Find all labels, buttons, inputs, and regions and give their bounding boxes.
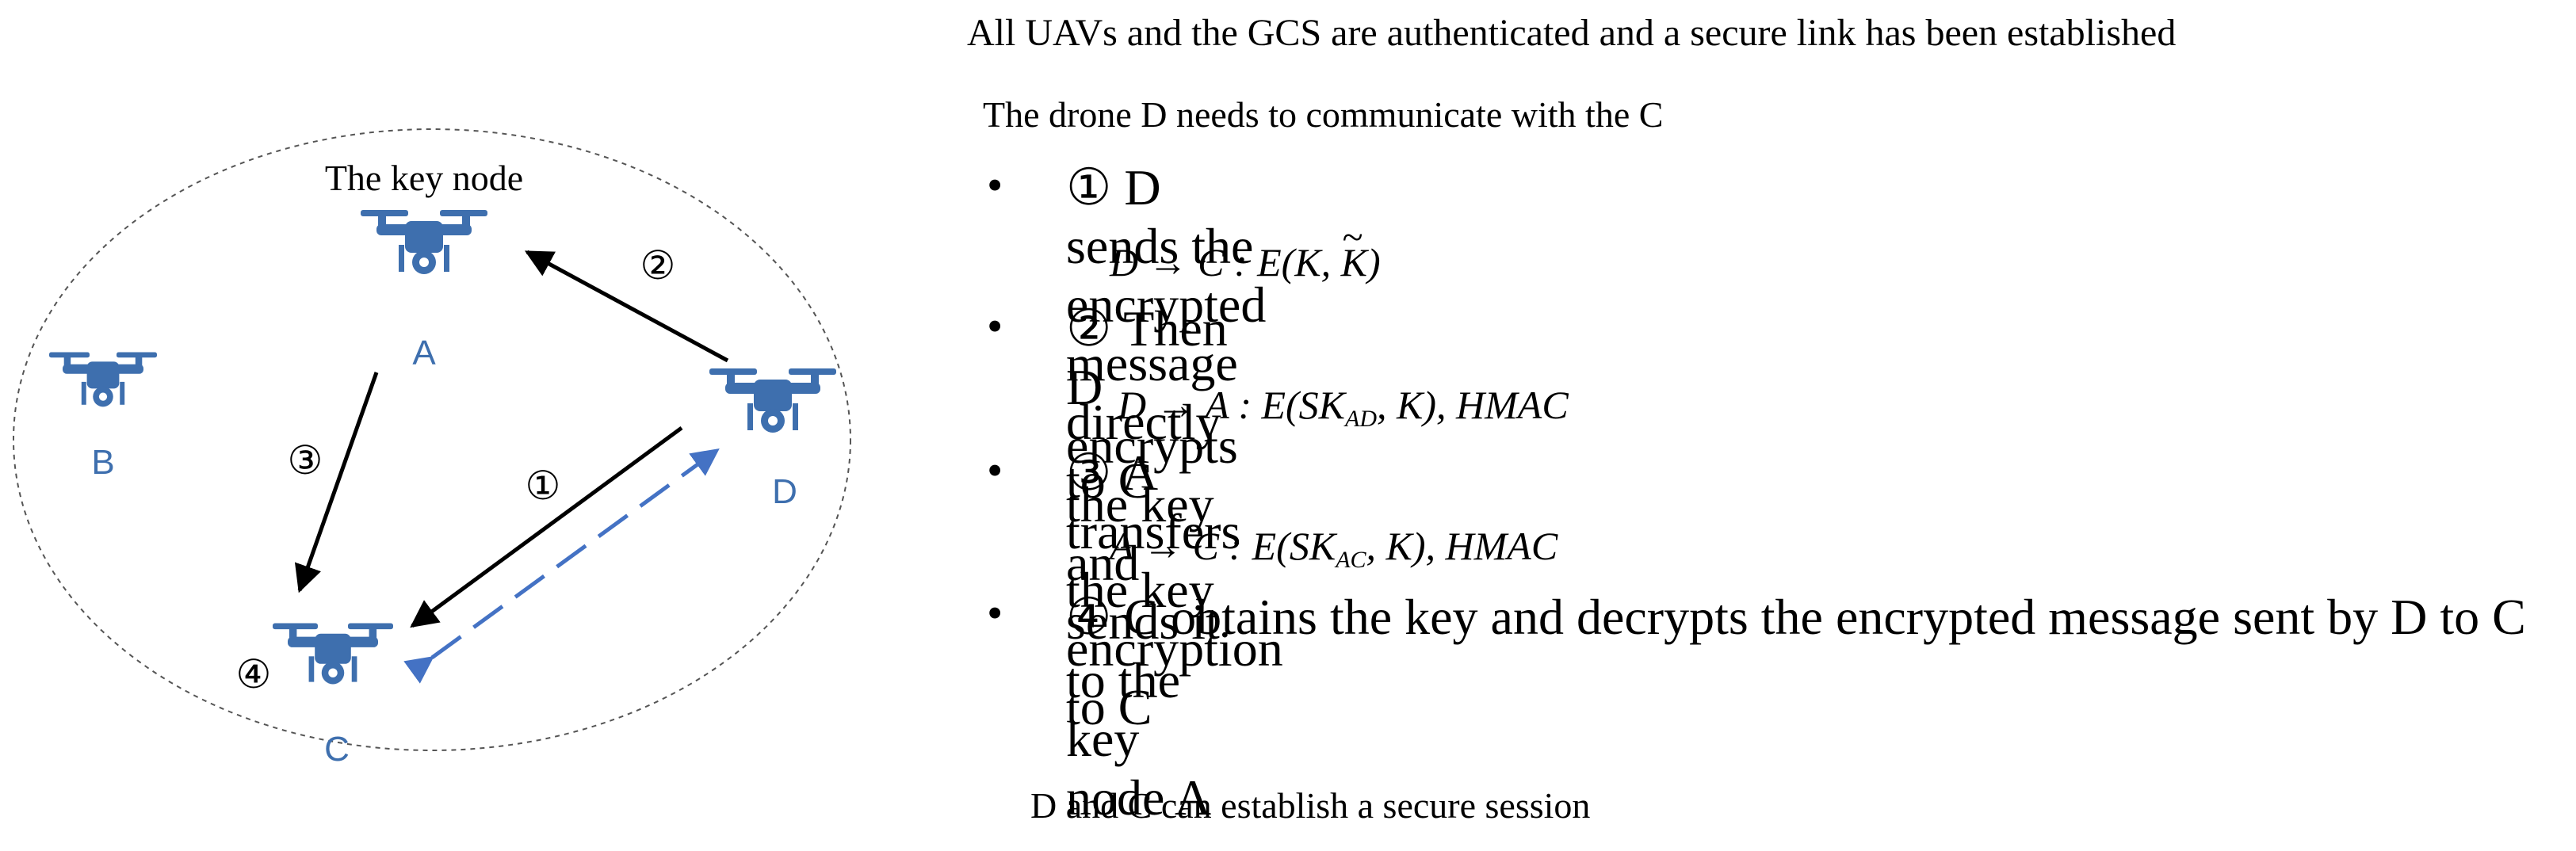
node-label-b: B [91, 443, 114, 482]
header-statement: All UAVs and the GCS are authenticated a… [967, 12, 2177, 54]
formula-d-to-c: D → C : E(K, K) [1110, 216, 1381, 285]
step-4-text: ④ C obtains the key and decrypts the enc… [1066, 589, 2526, 645]
scenario-statement: The drone D needs to communicate with th… [983, 94, 1664, 135]
step-marker-3: ③ [288, 438, 323, 483]
formula-a-to-c: A → C : E(SKAC, K), HMAC [1110, 523, 1557, 574]
drone-b-icon [49, 352, 157, 407]
node-label-d: D [772, 472, 797, 511]
formula-1-k-tilde: K [1341, 216, 1367, 285]
node-label-c: C [324, 730, 350, 769]
step-marker-1: ① [526, 464, 561, 508]
step-marker-4: ④ [236, 652, 272, 696]
bullet-icon: • [987, 300, 1003, 352]
bullet-icon: • [987, 587, 1003, 639]
formula-2-prefix: D → A : E(SK [1118, 383, 1346, 427]
formula-1-prefix: D → C : E(K, [1110, 240, 1341, 284]
step-2-text: ② Then D encrypts the key and sends it t… [1066, 300, 1238, 826]
step-3-text: ③ A transfers the key encryption to C [1066, 445, 1283, 735]
secure-link-d-c [403, 448, 720, 684]
formula-3-suffix: , K), HMAC [1366, 524, 1558, 568]
drone-a-icon [361, 210, 487, 274]
arrow-d-to-a [524, 250, 729, 363]
bullet-icon: • [987, 159, 1003, 211]
formula-2-subscript: AD [1345, 406, 1378, 432]
bullet-icon: • [987, 445, 1003, 496]
formula-2-suffix: , K), HMAC [1377, 383, 1569, 427]
node-label-a: A [412, 334, 436, 372]
drone-c-icon [273, 623, 393, 685]
step-marker-2: ② [640, 243, 676, 288]
drone-d-icon [709, 368, 836, 433]
arrow-d-to-c [410, 426, 683, 628]
formula-3-prefix: A → C : E(SK [1110, 524, 1336, 568]
formula-3-subscript: AC [1336, 547, 1366, 573]
key-node-label: The key node [325, 158, 523, 198]
formula-1-suffix: ) [1367, 240, 1381, 284]
network-boundary [13, 128, 851, 751]
conclusion-statement: D and C can establish a secure session [1030, 785, 1591, 826]
arrow-a-to-c [294, 372, 379, 593]
formula-d-to-a: D → A : E(SKAD, K), HMAC [1118, 382, 1569, 433]
uav-network-diagram: The key node A B C D ② ③ ① ④ [13, 128, 851, 769]
step-1-text: ① D sends the encrypted message directly… [1066, 159, 1267, 509]
